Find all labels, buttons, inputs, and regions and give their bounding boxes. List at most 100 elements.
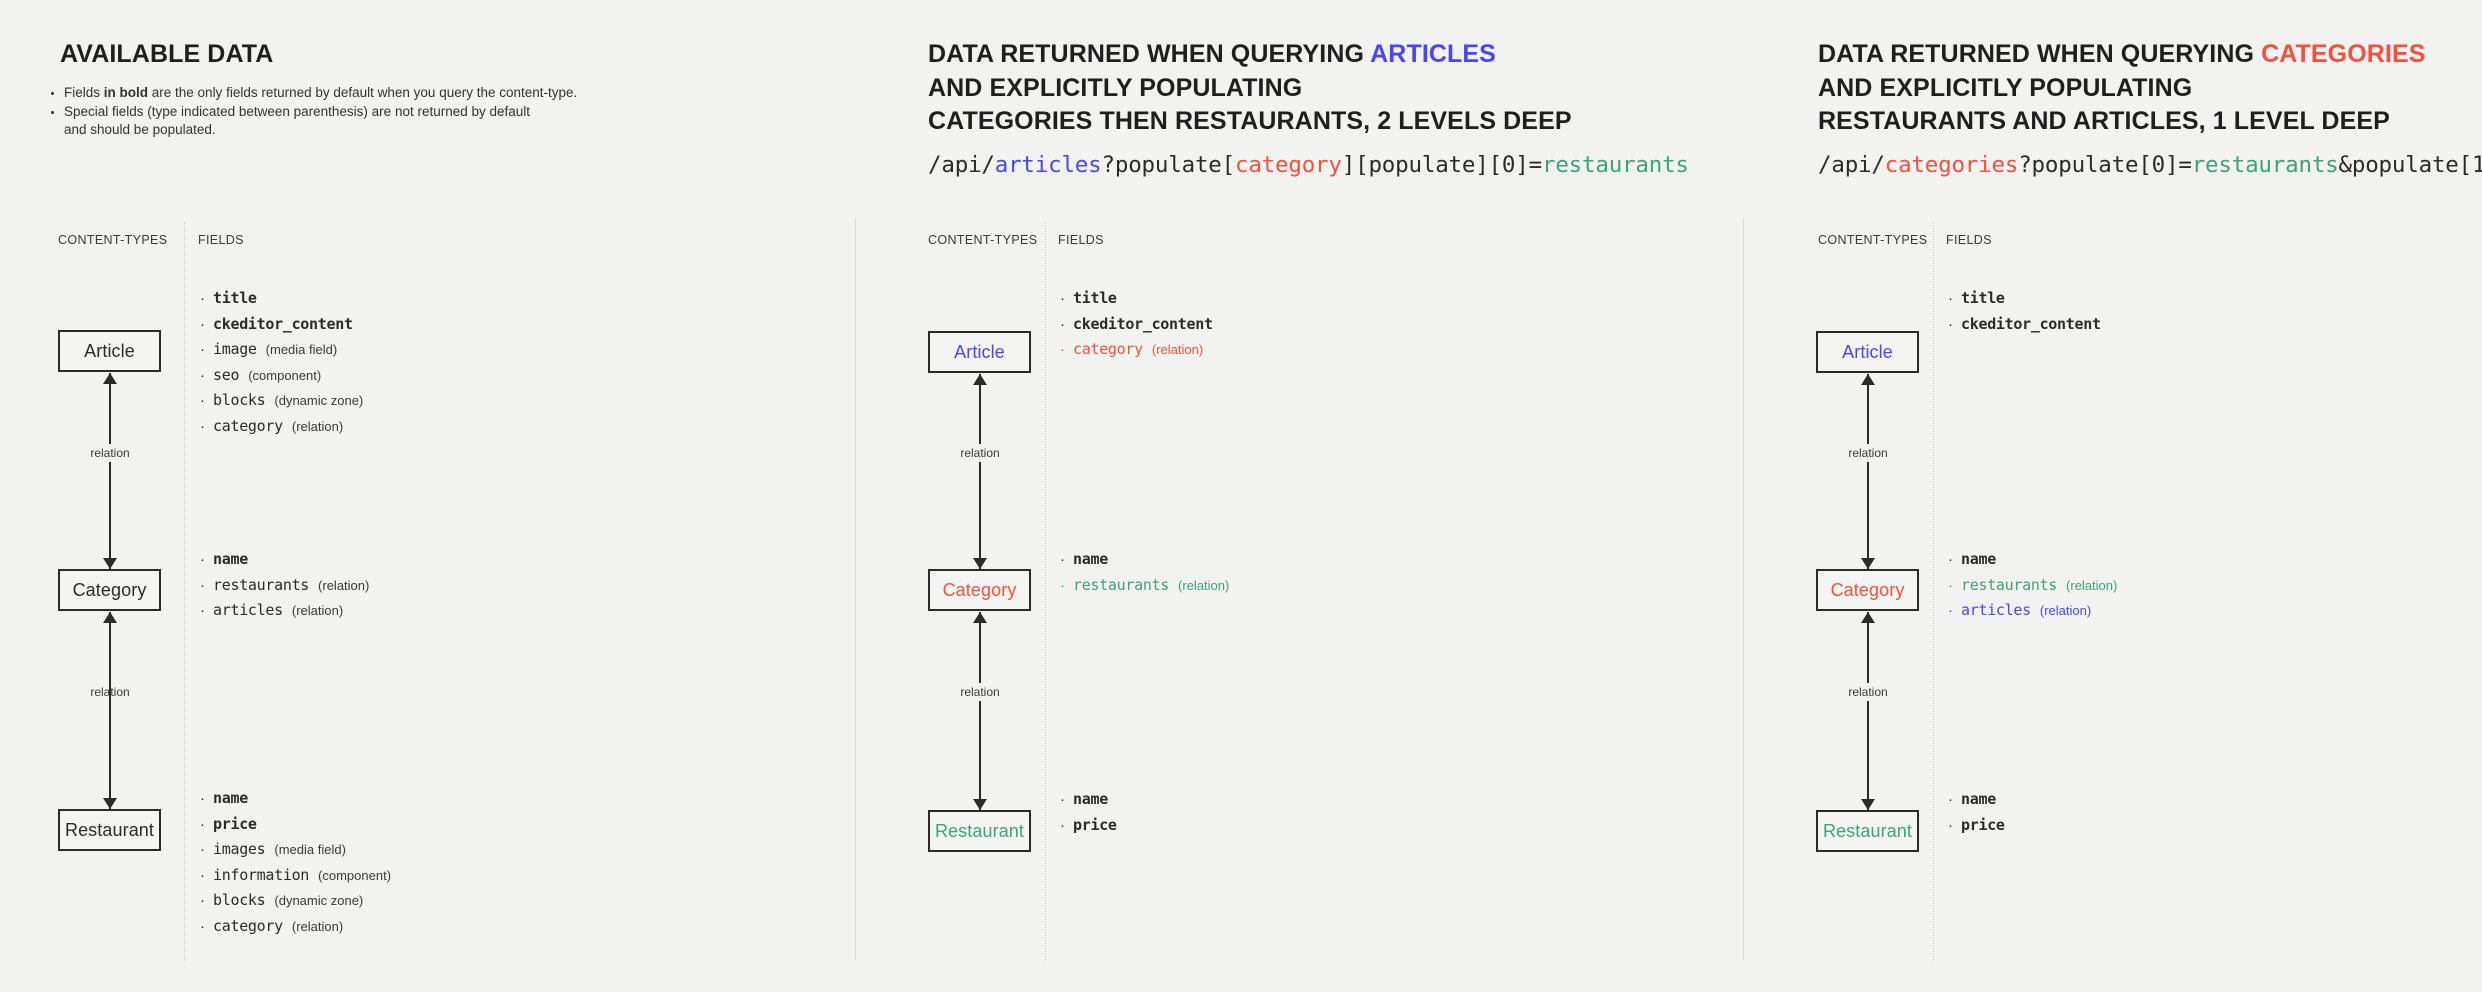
field-row: ·category(relation) <box>200 914 391 940</box>
field-row: ·name <box>1948 787 2005 813</box>
field-name: information <box>213 865 310 884</box>
entity-box-category[interactable]: Category <box>58 569 161 611</box>
panel2-column-divider <box>1045 222 1046 962</box>
relation-arrow-category-restaurant <box>1861 612 1875 810</box>
field-name: title <box>1073 289 1117 307</box>
field-name: name <box>213 789 248 807</box>
bullet-icon: · <box>1948 602 1953 619</box>
bullet-icon: · <box>1060 290 1065 307</box>
field-row: ·ckeditor_content <box>200 312 363 338</box>
field-row: ·name <box>200 786 391 812</box>
field-name: restaurants <box>1961 575 2058 594</box>
field-type: (dynamic zone) <box>274 893 364 908</box>
panel2-col-content-types: CONTENT-TYPES <box>928 233 1038 247</box>
field-name: category <box>213 916 283 935</box>
panel2-title-highlight: ARTICLES <box>1370 40 1496 68</box>
note-item-1: Fields in bold are the only fields retur… <box>64 84 648 102</box>
field-row: ·ckeditor_content <box>1948 312 2101 338</box>
field-name: seo <box>213 365 240 384</box>
field-name: ckeditor_content <box>1961 314 2101 333</box>
relation-arrow-category-restaurant <box>103 612 117 809</box>
field-row: ·title <box>200 286 363 312</box>
relation-arrow-article-category <box>973 374 987 569</box>
field-row: ·restaurants(relation) <box>1948 573 2117 599</box>
panel1-notes: Fields in bold are the only fields retur… <box>48 84 648 140</box>
bullet-icon: · <box>1060 576 1065 594</box>
entity-box-restaurant[interactable]: Restaurant <box>58 809 161 851</box>
field-name: blocks <box>213 891 266 909</box>
panel-separator-1 <box>855 218 856 960</box>
fields-category: ·name·restaurants(relation)·articles(rel… <box>200 547 369 624</box>
entity-box-article[interactable]: Article <box>928 331 1031 373</box>
relation-label-0: relation <box>1844 444 1892 462</box>
panel2-title-prefix: DATA RETURNED WHEN QUERYING <box>928 40 1371 68</box>
field-name: price <box>1961 815 2005 834</box>
relation-arrow-article-category <box>1861 374 1875 569</box>
field-row: ·restaurants(relation) <box>1060 573 1229 599</box>
bullet-icon: · <box>200 815 205 833</box>
api-url-segment-5: restaurants <box>1541 152 1689 178</box>
bullet-icon: · <box>200 315 205 333</box>
field-type: (relation) <box>318 577 370 593</box>
panel-separator-2 <box>1743 218 1744 960</box>
panel-query-articles: DATA RETURNED WHEN QUERYING ARTICLES AND… <box>855 0 1743 992</box>
panel3-column-divider <box>1933 222 1934 962</box>
entity-box-article[interactable]: Article <box>1816 331 1919 373</box>
api-url-segment-0: /api/ <box>928 152 995 178</box>
panel2-title-line1: DATA RETURNED WHEN QUERYING ARTICLES <box>928 38 1496 71</box>
bullet-icon: · <box>1060 341 1065 358</box>
bullet-icon: · <box>200 866 205 884</box>
field-name: name <box>1073 790 1108 808</box>
relation-label-0: relation <box>956 444 1004 462</box>
field-name: blocks <box>213 391 266 409</box>
entity-box-category[interactable]: Category <box>928 569 1031 611</box>
field-type: (media field) <box>274 842 346 857</box>
panel3-title-prefix: DATA RETURNED WHEN QUERYING <box>1818 40 2262 68</box>
fields-article: ·title·ckeditor_content·image(media fiel… <box>200 286 363 439</box>
bullet-icon: · <box>1060 315 1065 333</box>
field-name: category <box>1073 340 1143 358</box>
field-row: ·category(relation) <box>1060 337 1213 363</box>
field-type: (relation) <box>2039 603 2092 618</box>
field-row: · title <box>1060 286 1213 312</box>
field-row: ·restaurants(relation) <box>200 573 369 599</box>
panel1-col-content-types: CONTENT-TYPES <box>58 233 168 247</box>
field-row: · title <box>1948 286 2101 312</box>
field-row: · seo (component) <box>200 363 363 389</box>
field-row: ·articles(relation) <box>200 598 369 624</box>
field-name: price <box>213 814 257 833</box>
panel3-col-fields: FIELDS <box>1946 233 1992 247</box>
field-row: ·price <box>1060 813 1117 839</box>
field-row: ·name <box>200 547 369 573</box>
field-type: (relation) <box>291 418 344 434</box>
panel-query-categories: DATA RETURNED WHEN QUERYING CATEGORIES A… <box>1743 0 2482 992</box>
field-row: ·blocks(dynamic zone) <box>200 888 391 914</box>
field-name: name <box>1961 550 1996 568</box>
panel2-title-line3: CATEGORIES THEN RESTAURANTS, 2 LEVELS DE… <box>928 107 1572 135</box>
bullet-icon: · <box>1060 551 1065 568</box>
bullet-icon: · <box>1948 290 1953 307</box>
panel-available-data: AVAILABLE DATA Fields in bold are the on… <box>0 0 855 992</box>
entity-box-category[interactable]: Category <box>1816 569 1919 611</box>
field-name: category <box>213 416 283 435</box>
relation-label-0: relation <box>86 444 134 462</box>
field-name: name <box>1073 550 1108 568</box>
bullet-icon: · <box>200 366 205 384</box>
entity-box-article[interactable]: Article <box>58 330 161 372</box>
bullet-icon: · <box>1948 551 1953 568</box>
entity-box-restaurant[interactable]: Restaurant <box>928 810 1031 852</box>
relation-arrow-article-category <box>103 373 117 569</box>
field-row: ·image(media field) <box>200 337 363 363</box>
api-url-segment-0: /api/ <box>1818 152 1885 178</box>
field-name: title <box>1961 289 2005 307</box>
field-type: (component) <box>248 367 322 383</box>
field-row: ·blocks(dynamic zone) <box>200 388 363 414</box>
field-type: (relation) <box>1178 577 1230 593</box>
bullet-icon: · <box>200 290 205 307</box>
fields-category: ·name·restaurants(relation)·articles(rel… <box>1948 547 2117 624</box>
entity-box-restaurant[interactable]: Restaurant <box>1816 810 1919 852</box>
bullet-icon: · <box>200 417 205 435</box>
api-url-segment-2: ?populate[ <box>1101 152 1236 178</box>
field-row: ·ckeditor_content <box>1060 312 1213 338</box>
field-type: (relation) <box>2066 577 2118 593</box>
